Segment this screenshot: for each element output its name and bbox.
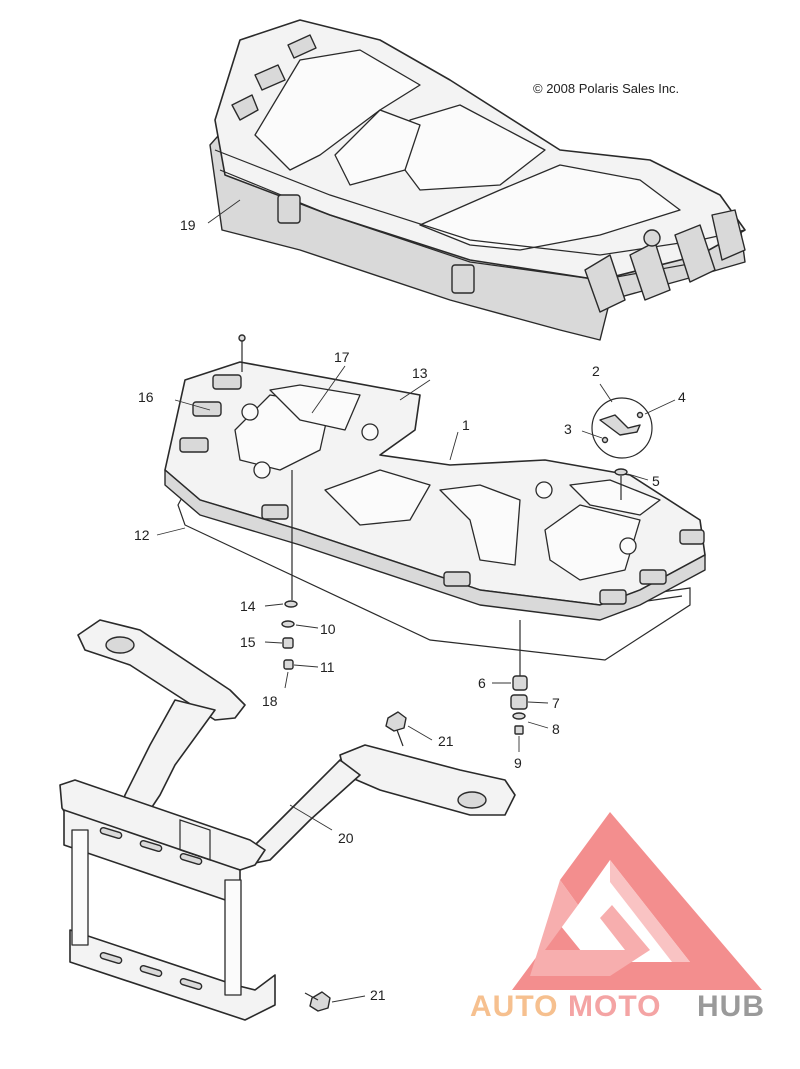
- watermark-hub-text: HUB: [697, 990, 765, 1023]
- watermark-moto-text: MOTO: [568, 990, 661, 1023]
- callout-20: 20: [338, 830, 354, 846]
- callout-21-lower: 21: [370, 987, 386, 1003]
- callout-18: 18: [262, 693, 278, 709]
- watermark-auto-text: AUTO: [470, 990, 558, 1023]
- callout-6: 6: [478, 675, 486, 691]
- callout-13: 13: [412, 365, 428, 381]
- callout-5: 5: [652, 473, 660, 489]
- callout-8: 8: [552, 721, 560, 737]
- callout-14: 14: [240, 598, 256, 614]
- callout-17: 17: [334, 349, 350, 365]
- callout-4: 4: [678, 389, 686, 405]
- callout-9: 9: [514, 755, 522, 771]
- callout-10: 10: [320, 621, 336, 637]
- callout-19: 19: [180, 217, 196, 233]
- callout-12: 12: [134, 527, 150, 543]
- storage-box-lid: [209, 19, 746, 341]
- callout-2: 2: [592, 363, 600, 379]
- callout-21-upper: 21: [438, 733, 454, 749]
- hardware-stack-right: [510, 620, 528, 735]
- detail-circle: [591, 397, 653, 500]
- callout-3: 3: [564, 421, 572, 437]
- callout-15: 15: [240, 634, 256, 650]
- callout-16: 16: [138, 389, 154, 405]
- copyright-notice: © 2008 Polaris Sales Inc.: [533, 81, 679, 96]
- callout-7: 7: [552, 695, 560, 711]
- bolt-upper: [385, 711, 407, 747]
- watermark-logo: [512, 812, 762, 990]
- leader-lines: [156, 199, 676, 1003]
- bolt-lower: [304, 991, 331, 1012]
- hardware-stack-left: [281, 470, 298, 670]
- rack-panel: [164, 361, 706, 621]
- callout-1: 1: [462, 417, 470, 433]
- mount-bracket: [59, 619, 516, 1021]
- callout-11: 11: [320, 659, 335, 675]
